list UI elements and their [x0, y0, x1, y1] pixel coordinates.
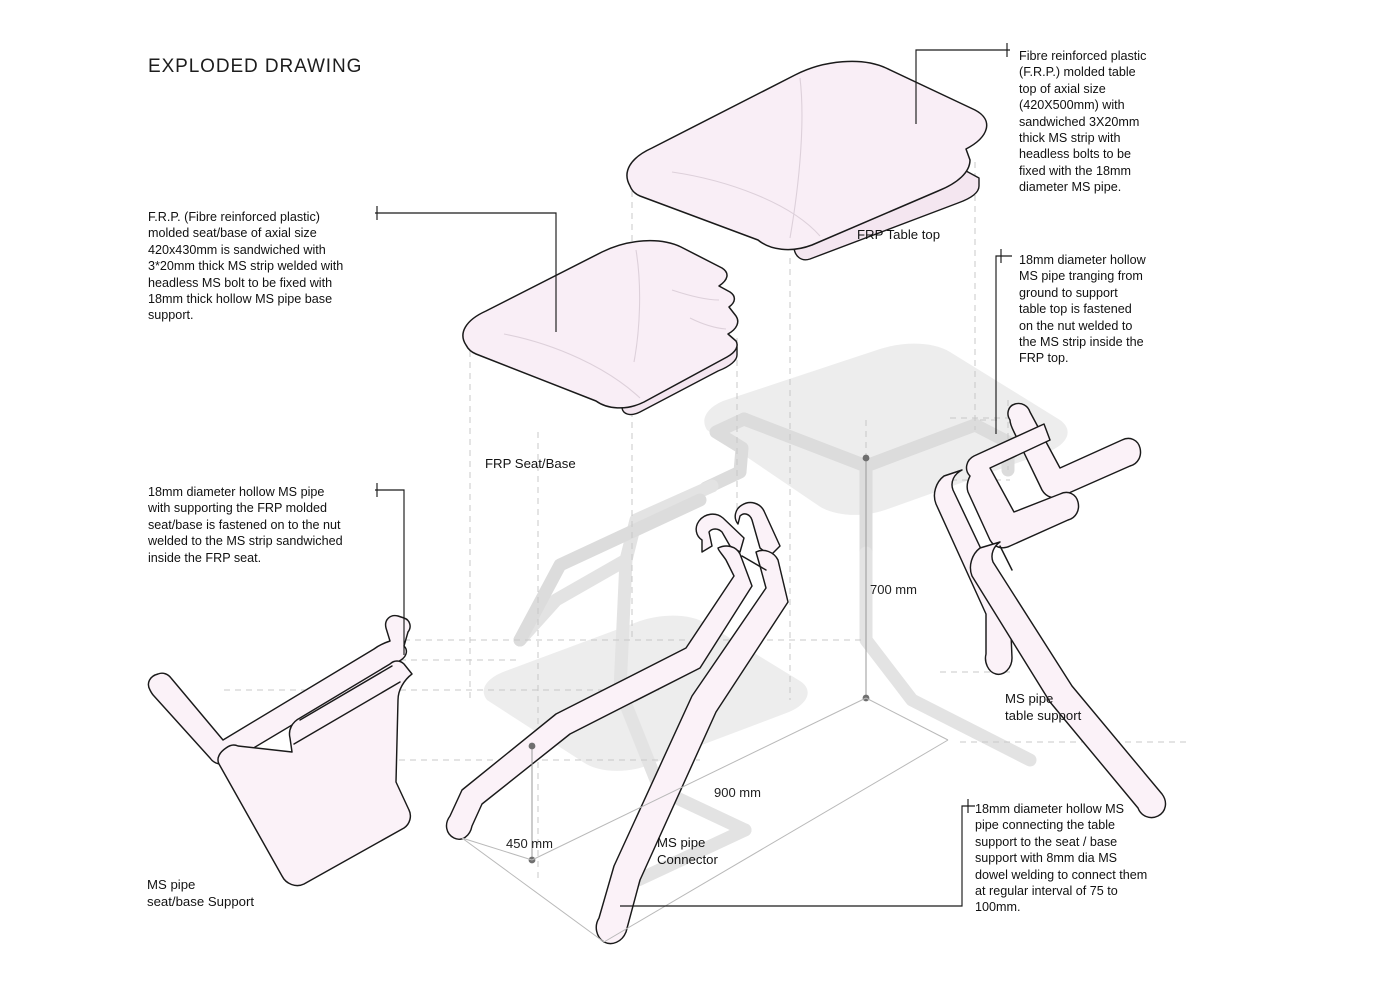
frp-seat-base-part	[462, 239, 739, 416]
part-label-frp-seat-base: FRP Seat/Base	[485, 456, 576, 471]
callout-line: 420x430mm is sandwiched with	[148, 242, 326, 257]
callout-line: fixed with the 18mm	[1019, 163, 1131, 178]
callout-line: diameter MS pipe.	[1019, 180, 1122, 195]
callout-line: F.R.P. (Fibre reinforced plastic)	[148, 210, 320, 224]
dimension-lines	[461, 454, 949, 943]
callout-line: thick MS strip with	[1019, 131, 1121, 146]
callout-line: molded seat/base of axial size	[148, 226, 317, 241]
dimension-label-700mm: 700 mm	[870, 582, 917, 597]
ms-pipe-seat-base-support-part	[147, 614, 413, 887]
callout-line: welded to the MS strip sandwiched	[148, 534, 343, 549]
callout-line: at regular interval of 75 to	[975, 884, 1118, 899]
ms-pipe-table-support-part	[933, 402, 1167, 819]
callout-line: on the nut welded to	[1019, 318, 1133, 333]
callout-line: FRP top.	[1019, 351, 1069, 366]
callout-line: support to the seat / base	[975, 834, 1118, 849]
callout-line: with supporting the FRP molded	[148, 501, 327, 516]
callout-line: inside the FRP seat.	[148, 550, 262, 565]
part-label-ms-pipe-connector: MS pipe Connector	[657, 835, 718, 867]
callout-ms-pipe-connector: 18mm diameter hollow MS pipe connecting …	[975, 801, 1171, 916]
callout-line: table top is fastened	[1019, 302, 1132, 317]
dimension-label-900mm: 900 mm	[714, 785, 761, 800]
dimension-label-450mm: 450 mm	[506, 836, 553, 851]
callout-line: Fibre reinforced plastic	[1019, 49, 1147, 63]
callout-line: ground to support	[1019, 285, 1118, 300]
projection-lines	[212, 162, 1190, 880]
callout-ms-pipe-seat-support: 18mm diameter hollow MS pipe with suppor…	[148, 484, 354, 566]
callout-ms-pipe-table-support: 18mm diameter hollow MS pipe tranging fr…	[1019, 252, 1187, 367]
callout-line: dowel welding to connect them	[975, 867, 1148, 882]
callout-line: (F.R.P.) molded table	[1019, 65, 1136, 80]
callout-frp-seat-base: F.R.P. (Fibre reinforced plastic) molded…	[148, 209, 360, 324]
ms-pipe-connector-part	[445, 501, 789, 945]
callout-line: MS pipe tranging from	[1019, 269, 1143, 284]
part-label-frp-table-top: FRP Table top	[857, 227, 941, 242]
callout-line: 3*20mm thick MS strip welded with	[148, 259, 344, 274]
callout-line: (420X500mm) with	[1019, 98, 1125, 113]
callout-line: 18mm diameter hollow MS pipe	[148, 485, 325, 499]
leader-lines	[375, 43, 1012, 907]
callout-line: 100mm.	[975, 900, 1021, 915]
callout-line: seat/base is fastened on to the nut	[148, 517, 341, 532]
callout-frp-table-top: Fibre reinforced plastic (F.R.P.) molded…	[1019, 48, 1187, 196]
callout-line: support.	[148, 308, 194, 323]
part-label-ms-pipe-table-support: MS pipe table support	[1005, 691, 1082, 723]
callout-line: pipe connecting the table	[975, 818, 1116, 833]
callout-line: headless bolts to be	[1019, 147, 1132, 162]
callout-line: the MS strip inside the	[1019, 335, 1144, 350]
page-title: EXPLODED DRAWING	[148, 56, 363, 77]
callout-line: 18mm diameter hollow MS	[975, 802, 1125, 816]
callout-line: headless MS bolt to be fixed with	[148, 275, 333, 290]
callout-line: 18mm diameter hollow	[1019, 253, 1146, 267]
callout-line: top of axial size	[1019, 81, 1106, 96]
callout-line: support with 8mm dia MS	[975, 851, 1118, 866]
frp-table-top-part	[626, 60, 988, 261]
callout-line: 18mm thick hollow MS pipe base	[148, 292, 333, 307]
part-label-ms-pipe-seat-support: MS pipe seat/base Support	[147, 877, 255, 909]
callout-line: sandwiched 3X20mm	[1019, 114, 1140, 129]
